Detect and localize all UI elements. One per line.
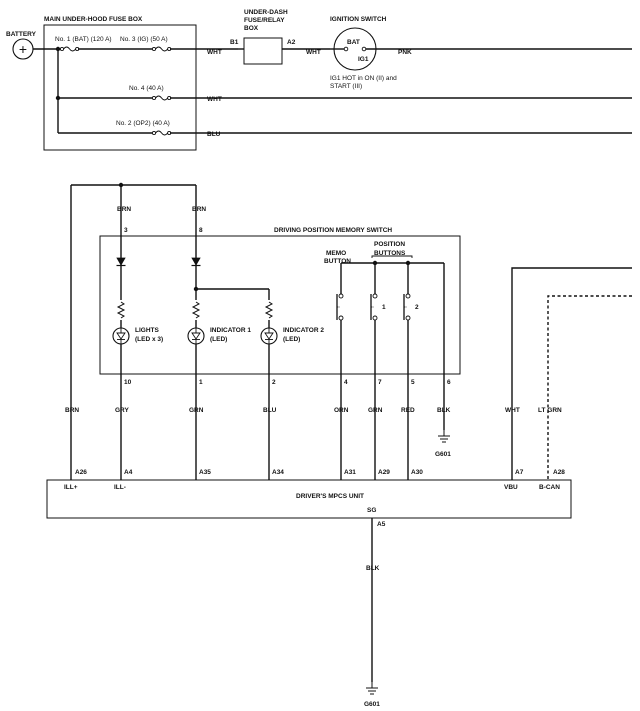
wire-label-red: RED xyxy=(401,407,415,414)
wire-label-orn: ORN xyxy=(334,407,349,414)
memo-label-1: MEMO xyxy=(326,250,346,257)
relay-box xyxy=(243,37,283,65)
wire-label-brn-2: BRN xyxy=(192,206,206,213)
ind2-label-1: INDICATOR 2 xyxy=(283,327,324,334)
battery-label: BATTERY xyxy=(6,31,37,38)
pin-10: 10 xyxy=(124,379,132,386)
pin-4: 4 xyxy=(344,379,348,386)
wire-label-pnk: PNK xyxy=(398,49,412,56)
memo-button-switch xyxy=(336,293,344,321)
led-lights xyxy=(112,327,130,345)
fuse-no3: No. 3 (IG) (50 A) xyxy=(120,36,172,52)
wire-label-wht-4: WHT xyxy=(505,407,520,414)
ground-g601-bottom xyxy=(365,681,379,695)
lights-label-2: (LED x 3) xyxy=(135,336,163,343)
ind1-label-2: (LED) xyxy=(210,336,227,343)
svg-text:+: + xyxy=(19,41,27,57)
wire-label-wht-2: WHT xyxy=(207,96,222,103)
ignition-ig1: IG1 xyxy=(358,56,369,63)
memory-switch-title: DRIVING POSITION MEMORY SWITCH xyxy=(274,227,392,234)
ignition-note-1: IG1 HOT in ON (II) and xyxy=(330,75,397,82)
position-label-1: POSITION xyxy=(374,241,405,248)
mpcs-pin-a34: A34 xyxy=(272,469,284,476)
wire-label-grn-2: GRN xyxy=(368,407,383,414)
pin-6: 6 xyxy=(447,379,451,386)
mpcs-pin-a30: A30 xyxy=(411,469,423,476)
relay-box-title-3: BOX xyxy=(244,25,259,32)
lights-label-1: LIGHTS xyxy=(135,327,159,334)
relay-pin-b1: B1 xyxy=(230,39,239,46)
fuse-no2: No. 2 (OP2) (40 A) xyxy=(116,120,172,136)
mpcs-pin-a29: A29 xyxy=(378,469,390,476)
ground-g601-switch-label: G601 xyxy=(435,451,451,458)
mpcs-pin-a35: A35 xyxy=(199,469,211,476)
fuse-no1: No. 1 (BAT) (120 A) xyxy=(55,36,112,52)
ind1-label-1: INDICATOR 1 xyxy=(210,327,251,334)
position-button-1-switch xyxy=(370,293,378,321)
wire-label-brn-3: BRN xyxy=(65,407,79,414)
mpcs-bcan: B-CAN xyxy=(539,484,560,491)
mpcs-pin-a31: A31 xyxy=(344,469,356,476)
ground-g601-switch xyxy=(437,429,451,443)
pin-5: 5 xyxy=(411,379,415,386)
mpcs-pin-a5: A5 xyxy=(377,521,386,528)
wire-label-brn-1: BRN xyxy=(117,206,131,213)
fuse-no1-label: No. 1 (BAT) (120 A) xyxy=(55,36,112,43)
wire-label-blu: BLU xyxy=(263,407,277,414)
wire-label-grn-1: GRN xyxy=(189,407,204,414)
pin-3: 3 xyxy=(124,227,128,234)
mpcs-ill-plus: ILL+ xyxy=(64,484,78,491)
mpcs-vbu: VBU xyxy=(504,484,518,491)
ignition-note-2: START (III) xyxy=(330,83,362,90)
ground-g601-bottom-label: G601 xyxy=(364,701,380,708)
position-label-2: BUTTONS xyxy=(374,250,406,257)
relay-pin-a2: A2 xyxy=(287,39,296,46)
pin-2: 2 xyxy=(272,379,276,386)
fuse-no4-label: No. 4 (40 A) xyxy=(129,85,164,92)
wire-label-blu-top: BLU xyxy=(207,131,221,138)
mpcs-unit-box xyxy=(46,479,572,519)
position-btn-1-label: 1 xyxy=(382,304,386,311)
ignition-bat: BAT xyxy=(347,39,360,46)
position-button-2-switch xyxy=(403,293,411,321)
wire-label-lt-grn: LT GRN xyxy=(538,407,562,414)
memo-label-2: BUTTON xyxy=(324,258,351,265)
fuse-no3-label: No. 3 (IG) (50 A) xyxy=(120,36,168,43)
mpcs-pin-a28: A28 xyxy=(553,469,565,476)
mpcs-pin-a4: A4 xyxy=(124,469,133,476)
wire-label-gry: GRY xyxy=(115,407,130,414)
fuse-no2-label: No. 2 (OP2) (40 A) xyxy=(116,120,170,127)
pin-7: 7 xyxy=(378,379,382,386)
led-indicator-2 xyxy=(260,327,278,345)
led-indicator-1 xyxy=(187,327,205,345)
relay-box-title-1: UNDER-DASH xyxy=(244,9,288,16)
relay-box-title-2: FUSE/RELAY xyxy=(244,17,285,24)
diode-indicators xyxy=(190,257,202,267)
mpcs-sg: SG xyxy=(367,507,376,514)
position-btn-2-label: 2 xyxy=(415,304,419,311)
wire-label-blk-2: BLK xyxy=(366,565,380,572)
mpcs-title: DRIVER'S MPCS UNIT xyxy=(296,493,364,500)
wire-label-wht-3: WHT xyxy=(306,49,321,56)
wire-label-blk-1: BLK xyxy=(437,407,451,414)
memory-switch-box xyxy=(99,235,461,375)
mpcs-pin-a26: A26 xyxy=(75,469,87,476)
fuse-box-title: MAIN UNDER-HOOD FUSE BOX xyxy=(44,16,143,23)
mpcs-pin-a7: A7 xyxy=(515,469,524,476)
pin-8: 8 xyxy=(199,227,203,234)
pin-1: 1 xyxy=(199,379,203,386)
fuse-no4: No. 4 (40 A) xyxy=(129,85,172,101)
wire-label-wht-1: WHT xyxy=(207,49,222,56)
mpcs-ill-minus: ILL- xyxy=(114,484,126,491)
diode-lights xyxy=(115,257,127,267)
fuse-box xyxy=(43,24,197,151)
battery-symbol: + xyxy=(12,38,34,60)
ind2-label-2: (LED) xyxy=(283,336,300,343)
ignition-title: IGNITION SWITCH xyxy=(330,16,387,23)
